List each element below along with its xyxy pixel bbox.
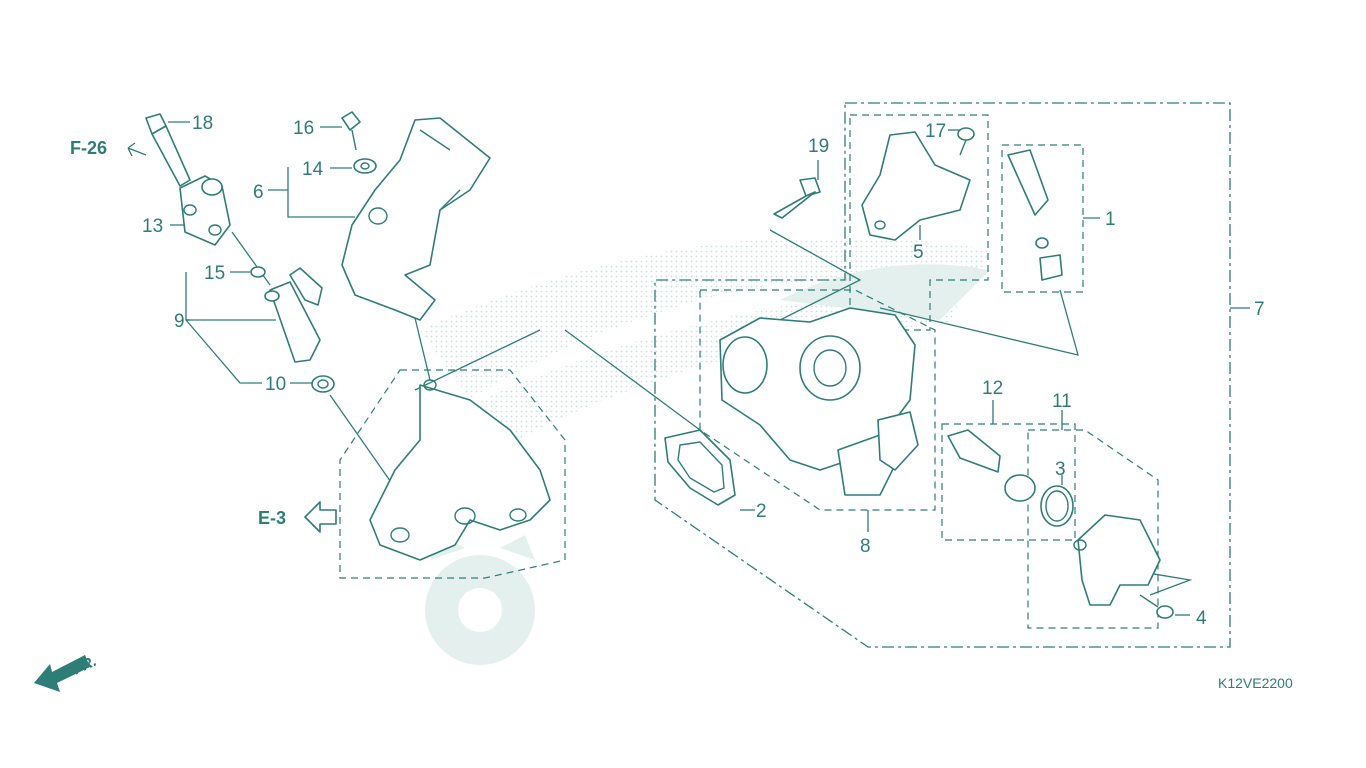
callout-17[interactable]: 17 — [925, 121, 946, 142]
part-15-oring — [250, 266, 266, 278]
part-2-gasket — [664, 429, 736, 506]
reference-f26[interactable]: F-26 — [70, 138, 107, 158]
reference-e3[interactable]: E-3 — [258, 508, 286, 528]
callout-18[interactable]: 18 — [192, 113, 213, 134]
part-13-bracket — [179, 175, 231, 246]
callout-15[interactable]: 15 — [204, 263, 225, 284]
callout-8[interactable]: 8 — [860, 536, 871, 557]
callout-10[interactable]: 10 — [265, 374, 286, 395]
part-3-oring — [1040, 485, 1074, 527]
part-16-bolt — [341, 111, 361, 151]
leader-lines — [168, 121, 1250, 616]
callout-6[interactable]: 6 — [253, 182, 264, 203]
part-17-screw — [957, 127, 975, 156]
group-12-outline — [941, 423, 1076, 541]
part-12-pin — [947, 429, 1001, 473]
part-6-cover — [341, 117, 491, 321]
part-9-injector — [264, 267, 323, 363]
callout-2[interactable]: 2 — [756, 501, 767, 522]
front-arrow-icon — [34, 655, 90, 692]
callout-3[interactable]: 3 — [1055, 459, 1066, 480]
part-10-seal — [311, 375, 335, 393]
callout-4[interactable]: 4 — [1196, 608, 1207, 629]
part-4-screw — [1139, 594, 1174, 619]
callout-14[interactable]: 14 — [302, 159, 324, 180]
callout-19[interactable]: 19 — [808, 136, 829, 157]
part-18-bolt — [145, 113, 191, 187]
callout-5[interactable]: 5 — [913, 242, 924, 263]
part-11-sensor — [1073, 514, 1161, 606]
part-14-washer — [353, 158, 377, 174]
part-1-screw-spring — [1007, 149, 1063, 281]
callout-1[interactable]: 1 — [1105, 209, 1116, 230]
callout-16[interactable]: 16 — [293, 118, 314, 139]
intake-bracket — [369, 379, 551, 561]
group-11-outline — [1027, 429, 1159, 629]
diagram-code: K12VE2200 — [1218, 675, 1293, 691]
front-indicator: FR. — [70, 653, 99, 679]
callout-9[interactable]: 9 — [174, 311, 185, 332]
part-5-bracket — [861, 131, 971, 241]
group-outlines — [339, 102, 1231, 648]
reference-arrow-icon — [127, 142, 337, 533]
callout-13[interactable]: 13 — [142, 216, 163, 237]
assembly-7-outline — [654, 102, 1231, 648]
bracket-group-outline — [339, 369, 566, 579]
group-5-outline — [849, 114, 989, 331]
group-8-outline — [699, 289, 936, 511]
part-8-throttle-body — [719, 307, 919, 496]
callout-12[interactable]: 12 — [982, 378, 1003, 399]
group-1-outline — [1001, 144, 1084, 293]
part-12-spring — [1004, 474, 1036, 502]
callout-7[interactable]: 7 — [1254, 299, 1265, 320]
part-19-bolt — [773, 177, 821, 219]
callout-11[interactable]: 11 — [1052, 391, 1072, 412]
